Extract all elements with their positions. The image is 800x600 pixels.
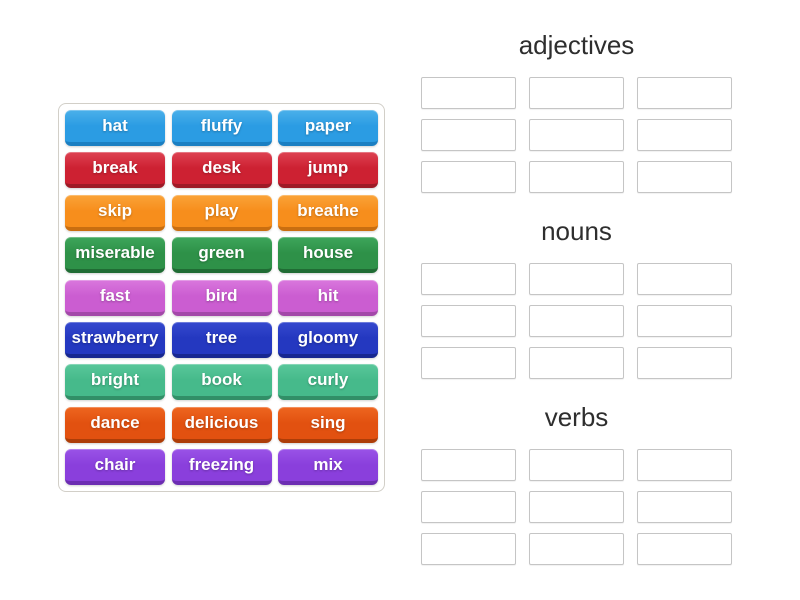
- groups-column: adjectives nouns verbs: [421, 0, 732, 600]
- word-tile[interactable]: break: [65, 152, 165, 189]
- word-tile[interactable]: chair: [65, 449, 165, 485]
- word-tile[interactable]: fast: [65, 279, 165, 316]
- drop-slot[interactable]: [637, 77, 732, 109]
- word-tile[interactable]: green: [171, 237, 272, 274]
- drop-slot[interactable]: [637, 119, 732, 151]
- word-tile[interactable]: gloomy: [278, 321, 378, 358]
- word-tile[interactable]: jump: [278, 152, 378, 189]
- word-tile[interactable]: freezing: [171, 449, 272, 485]
- drop-slot[interactable]: [529, 347, 624, 379]
- drop-slots-grid: [421, 77, 732, 193]
- drop-slot[interactable]: [421, 263, 516, 295]
- drop-slot[interactable]: [421, 77, 516, 109]
- drop-slot[interactable]: [421, 161, 516, 193]
- word-tile[interactable]: play: [171, 194, 272, 231]
- word-tile[interactable]: tree: [171, 321, 272, 358]
- drop-slot[interactable]: [529, 449, 624, 481]
- drop-slot[interactable]: [637, 449, 732, 481]
- drop-slot[interactable]: [421, 305, 516, 337]
- word-tile[interactable]: skip: [65, 194, 165, 231]
- word-tile[interactable]: dance: [65, 406, 165, 443]
- word-tile[interactable]: sing: [278, 406, 378, 443]
- drop-slot[interactable]: [529, 77, 624, 109]
- group-title: verbs: [544, 402, 609, 432]
- drop-slot[interactable]: [529, 305, 624, 337]
- drop-slot[interactable]: [421, 347, 516, 379]
- word-tile[interactable]: breathe: [278, 194, 378, 231]
- word-tile[interactable]: house: [278, 237, 378, 274]
- word-tile[interactable]: hit: [278, 279, 378, 316]
- drop-slot[interactable]: [637, 533, 732, 565]
- drop-slot[interactable]: [637, 491, 732, 523]
- group-adjectives: adjectives: [421, 26, 732, 193]
- drop-slot[interactable]: [421, 449, 516, 481]
- group-nouns: nouns: [421, 212, 732, 379]
- word-tile[interactable]: hat: [65, 110, 165, 146]
- word-tile[interactable]: strawberry: [65, 321, 165, 358]
- drop-slot[interactable]: [637, 263, 732, 295]
- word-tile[interactable]: bird: [171, 279, 272, 316]
- drop-slot[interactable]: [421, 491, 516, 523]
- word-tile[interactable]: curly: [278, 364, 378, 401]
- group-title: adjectives: [518, 30, 635, 60]
- word-tile[interactable]: bright: [65, 364, 165, 401]
- drop-slot[interactable]: [529, 491, 624, 523]
- word-tile[interactable]: delicious: [171, 406, 272, 443]
- drop-slots-grid: [421, 449, 732, 565]
- drop-slot[interactable]: [421, 119, 516, 151]
- drop-slot[interactable]: [529, 263, 624, 295]
- drop-slot[interactable]: [421, 533, 516, 565]
- word-tile[interactable]: desk: [171, 152, 272, 189]
- word-tile[interactable]: fluffy: [171, 110, 272, 146]
- drop-slots-grid: [421, 263, 732, 379]
- drop-slot[interactable]: [637, 305, 732, 337]
- drop-slot[interactable]: [529, 533, 624, 565]
- word-tile[interactable]: miserable: [65, 237, 165, 274]
- drop-slot[interactable]: [529, 119, 624, 151]
- word-tile[interactable]: book: [171, 364, 272, 401]
- word-tile[interactable]: paper: [278, 110, 378, 146]
- drop-slot[interactable]: [529, 161, 624, 193]
- drop-slot[interactable]: [637, 161, 732, 193]
- group-title: nouns: [541, 216, 612, 246]
- group-verbs: verbs: [421, 398, 732, 565]
- word-tile[interactable]: mix: [278, 449, 378, 485]
- drop-slot[interactable]: [637, 347, 732, 379]
